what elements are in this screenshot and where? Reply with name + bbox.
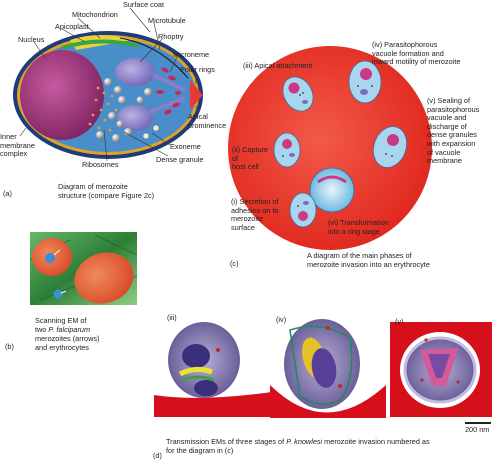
tem-v [390,322,492,424]
merozoite-diagram [13,31,203,159]
panel-a-letter: (a) [3,189,12,198]
rhoptry-neck [152,73,186,92]
sem-arrow-1 [53,249,61,256]
label-nucleus: Nucleus [18,35,45,44]
rhoptry-shape [115,58,155,86]
tem-label-iii: (iii) [167,313,177,322]
panel-c-caption: A diagram of the main phases of merozoit… [307,251,430,269]
label-surface-coat: Surface coat [123,0,164,9]
tem-label-v: (v) [395,317,404,326]
label-microneme: Microneme [173,50,210,59]
label-apical-prominence: Apical prominence [188,112,227,130]
panel-b-caption-line3: merozoites (arrows) [35,334,100,343]
stage-iv-merozoite [348,60,382,104]
sem-erythrocyte-2 [74,252,134,304]
tem-images [154,318,492,424]
stage-v-merozoite [372,126,408,168]
label-apicoplast: Apicoplast [55,22,89,31]
panel-d-caption-line2: for the diagram in (c) [166,446,234,455]
rhoptry-neck-2 [149,96,186,114]
sem-merozoite-1 [45,253,55,263]
label-inner-membrane-complex: Inner membrane complex [0,132,35,159]
nucleus-shape [20,50,104,140]
sem-merozoite-2 [53,289,63,299]
stage-iii-label: (iii) Apical attachment [243,61,313,70]
micronemes [156,67,181,115]
host-erythrocyte [228,46,432,250]
stage-ii-merozoite [273,132,301,168]
invasion-diagram [228,46,432,250]
scale-bar-label: 200 nm [465,425,490,434]
label-polar-rings: Polar rings [180,65,215,74]
scale-bar-line [465,422,491,424]
panel-b-caption-line4: and erythrocytes [35,343,89,352]
panel-d-letter: (d) [153,451,162,460]
panel-b-caption-line2: two P. falciparum [35,325,91,334]
stage-i-label: (i) Secretion of adhesins on to merozoit… [231,197,279,232]
mitochondrion-shape [61,39,139,50]
panel-b-caption-line1: Scanning EM of [35,316,87,325]
panel-b-letter: (b) [5,342,14,351]
stage-v-label: (v) Sealing of parasitophorous vacuole a… [427,96,480,166]
stage-i-merozoite [289,192,317,228]
ribosomes-dots [88,86,118,132]
tem-iv [270,318,386,418]
panel-c-letter: (c) [230,259,239,268]
panel-d-caption-line1: Transmission EMs of three stages of P. k… [166,437,430,446]
label-mitochondrion: Mitochondrion [72,10,118,19]
panel-a-leaders [19,7,199,162]
sem-image [29,232,138,305]
exonemes [142,124,160,140]
dense-granules [96,78,152,142]
rhoptry-shape-2 [117,105,153,131]
label-ribosomes: Ribosomes [82,160,119,169]
label-exoneme: Exoneme [170,142,201,151]
stage-iv-label: (iv) Parasitophorous vacuole formation a… [372,40,461,67]
label-rhoptry: Rhoptry [158,32,184,41]
microtubule-shape [119,37,189,79]
apical-prominence-shape [190,80,203,110]
panel-a-caption: Diagram of merozoite structure (compare … [58,182,155,200]
label-dense-granule: Dense granule [156,155,204,164]
stage-ii-label: (ii) Capture of host cell [232,145,269,172]
stage-vi-label: (vi) Transformation into a ring stage [328,218,389,236]
stage-iii-merozoite [282,76,314,112]
sem-arrow-2 [60,290,67,294]
tem-label-iv: (iv) [276,315,287,324]
tem-iii [154,320,272,417]
label-microtubule: Microtubule [148,16,186,25]
stage-vi-ring [309,167,355,213]
